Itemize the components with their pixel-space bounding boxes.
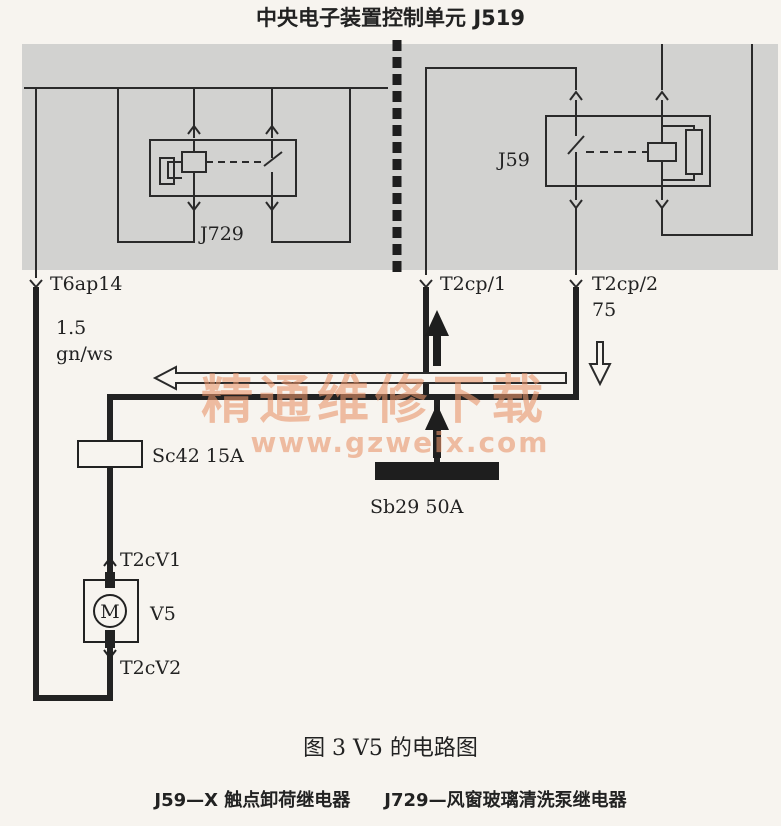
watermark-url: www.gzweix.com	[251, 426, 550, 459]
j729-label: J729	[198, 223, 244, 245]
j729-relay-circuit	[24, 87, 388, 278]
current-arrow-solid	[425, 310, 449, 458]
motor-arrow-bottom	[103, 649, 117, 660]
diagram-title: 中央电子装置控制单元 J519	[256, 6, 525, 30]
wire-size-label: 1.5	[56, 317, 86, 339]
t6ap14-label: T6ap14	[50, 273, 122, 295]
t2cp2-label: T2cp/2	[592, 273, 658, 295]
wire-color-label: gn/ws	[56, 343, 113, 365]
current-arrow-hollow	[152, 341, 612, 391]
t2cp2-terminal-label: 75	[592, 299, 616, 321]
t2cv1-label: T2cV1	[120, 549, 181, 571]
t2cp1-label: T2cp/1	[440, 273, 506, 295]
legend-item-j729: J729—风窗玻璃清洗泵继电器	[384, 790, 627, 811]
legend: J59—X 触点卸荷继电器 J729—风窗玻璃清洗泵继电器	[0, 786, 781, 812]
legend-item-j59: J59—X 触点卸荷继电器	[154, 790, 351, 811]
watermark-text: 精通维修下载	[201, 371, 549, 431]
fuse-sc42	[77, 440, 143, 468]
motor-arrow-top	[103, 556, 117, 567]
figure-caption: 图 3 V5 的电路图	[303, 736, 478, 761]
t2cv2-label: T2cV2	[120, 657, 181, 679]
j59-label: J59	[496, 149, 530, 171]
fuse-sb29	[375, 462, 499, 480]
sb29-label: Sb29 50A	[370, 496, 464, 518]
sc42-label: Sc42 15A	[152, 445, 244, 467]
v5-label: V5	[149, 603, 176, 625]
j59-relay-circuit	[425, 44, 753, 275]
motor-v5	[83, 572, 139, 648]
motor-m-label: M	[100, 601, 119, 623]
